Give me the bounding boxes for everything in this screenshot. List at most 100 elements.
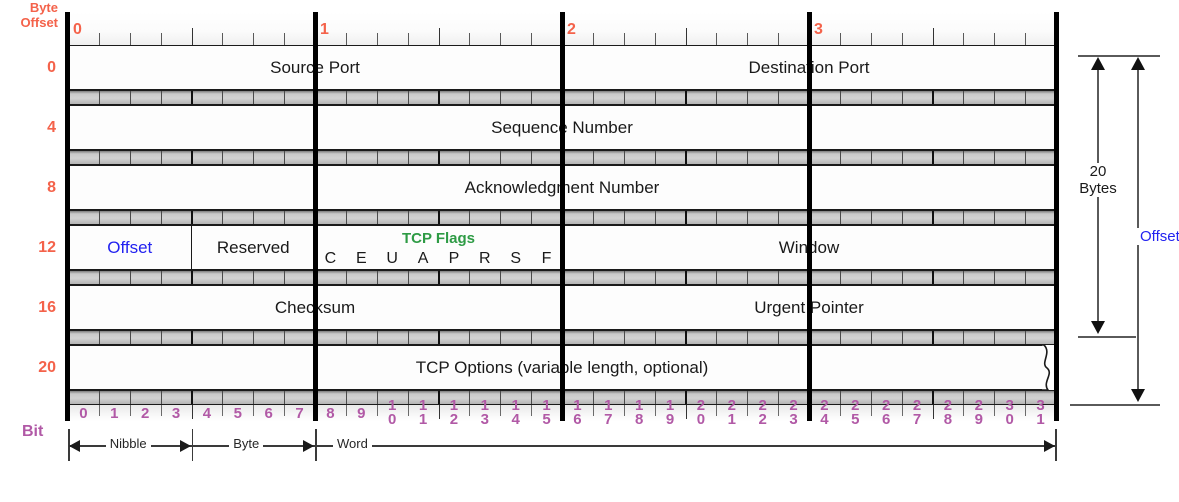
grid-byte1-border (312, 12, 318, 421)
band-tick (623, 151, 625, 164)
measure-label-word: Word (333, 436, 372, 451)
band-tick (963, 271, 965, 284)
band-tick (839, 391, 841, 404)
band-tick (98, 211, 100, 224)
ruler-byte-mark: 0 (73, 21, 82, 38)
band-tick (592, 331, 594, 344)
band-tick (684, 211, 687, 224)
band-tick (592, 271, 594, 284)
band-tick (623, 331, 625, 344)
offset-measure-label: Offset (1136, 228, 1179, 245)
bottom-ruler-tick (994, 405, 996, 416)
bottom-ruler-tick (654, 405, 656, 416)
band-tick (407, 91, 409, 104)
band-tick (407, 331, 409, 344)
grid-right-border (1054, 12, 1059, 421)
bit-number: 9 (357, 405, 366, 422)
band-tick (623, 91, 625, 104)
band-tick (684, 331, 687, 344)
ruler-byte-mark: 2 (567, 21, 576, 38)
band-tick (98, 331, 100, 344)
band-tick (531, 91, 533, 104)
band-tick (747, 91, 749, 104)
band-tick (623, 271, 625, 284)
band-tick (931, 91, 934, 104)
grid-byte2-border (559, 12, 565, 421)
band-tick (963, 331, 965, 344)
bit-number: 2 (141, 405, 150, 422)
ruler-tick (1025, 33, 1027, 45)
measure-bottom-rule (1070, 404, 1160, 406)
tcp-flag-R: R (479, 250, 491, 267)
bottom-ruler-tick (469, 405, 471, 416)
tcp-flag-C: C (324, 250, 337, 267)
byte-offset-corner-label: Byte Offset (0, 0, 58, 30)
band-tick (654, 331, 656, 344)
band-tick (500, 91, 502, 104)
measure-arrow (1044, 440, 1055, 452)
band-tick (190, 211, 193, 224)
measure-label-nibble: Nibble (105, 436, 151, 451)
ruler-tick (932, 28, 935, 45)
measure-mid-rule (1078, 336, 1136, 338)
bottom-ruler-tick (160, 405, 162, 416)
band-tick (376, 391, 378, 404)
band-tick (160, 91, 162, 104)
field-label: Offset (107, 237, 153, 257)
band-tick (345, 391, 347, 404)
ruler-tick (469, 33, 471, 45)
band-tick (963, 91, 965, 104)
band-tick (284, 391, 286, 404)
band-tick (469, 391, 471, 404)
bit-number: 8 (326, 405, 335, 422)
ruler-tick (716, 33, 718, 45)
band-tick (839, 211, 841, 224)
band-tick (623, 391, 625, 404)
band-tick (284, 271, 286, 284)
bit-number: 7 (295, 405, 304, 422)
band-tick (1025, 331, 1027, 344)
bottom-ruler-tick (531, 405, 533, 416)
band-tick (469, 211, 471, 224)
band-tick (345, 151, 347, 164)
ruler-tick (592, 33, 594, 45)
grid-left-border (65, 12, 70, 421)
ruler-tick (160, 33, 162, 45)
band-tick (592, 211, 594, 224)
band-tick (376, 91, 378, 104)
ruler-tick (778, 33, 780, 45)
band-tick (747, 271, 749, 284)
band-tick (931, 151, 934, 164)
band-tick (222, 391, 224, 404)
tcp-flag-E: E (355, 250, 367, 267)
twenty-bytes-line2: Bytes (1079, 180, 1117, 197)
bottom-ruler-tick (870, 405, 872, 416)
band-tick (870, 391, 872, 404)
band-tick (778, 391, 780, 404)
band-tick (592, 91, 594, 104)
band-tick (839, 331, 841, 344)
band-tick (437, 151, 440, 164)
band-tick (160, 151, 162, 164)
band-tick (654, 391, 656, 404)
band-tick (1025, 151, 1027, 164)
band-tick (129, 391, 131, 404)
band-tick (654, 271, 656, 284)
band-tick (778, 151, 780, 164)
band-tick (870, 211, 872, 224)
bottom-ruler-tick (685, 405, 688, 419)
ruler-tick (685, 28, 688, 45)
byte-offset-value: 20 (38, 358, 56, 376)
band-tick (437, 331, 440, 344)
band-tick (469, 271, 471, 284)
band-tick (437, 391, 440, 404)
band-tick (592, 151, 594, 164)
ruler-byte-mark: 1 (320, 21, 329, 38)
